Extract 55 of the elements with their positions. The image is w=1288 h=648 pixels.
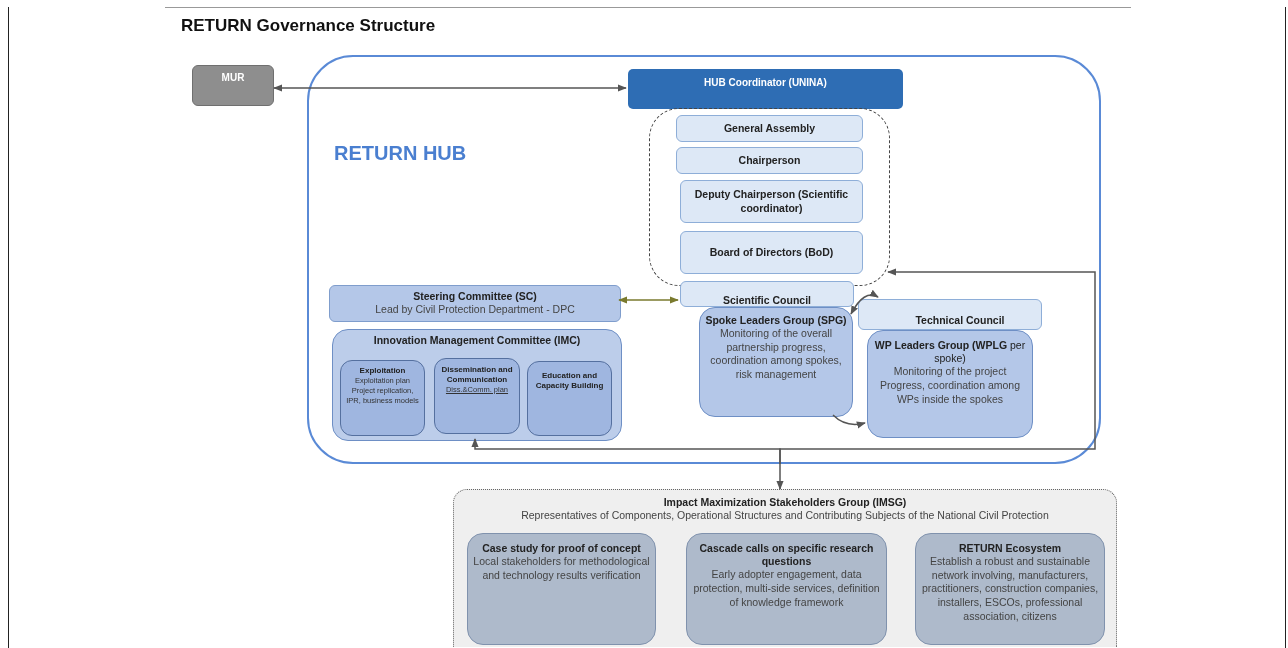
connector-arrow: [776, 463, 784, 490]
box-description: Lead by Civil Protection Department - DPC: [374, 303, 576, 317]
box-description: Establish a robust and sustainable network involving, manufacturers, practitioners, construction companies, installers, ESCOs, professional association, citizens: [920, 555, 1100, 624]
box-description: Early adopter engagement, data protection, multi-side services, definition of knowledge framework: [692, 568, 881, 610]
box-heading: MUR: [221, 72, 245, 85]
committee-panel: [332, 329, 622, 441]
box-heading: HUB Coordinator (UNINA): [704, 77, 827, 90]
activity-box: [686, 533, 887, 645]
box-heading: Chairperson: [738, 153, 801, 168]
connector-arrow: [850, 290, 879, 315]
box-heading: General Assembly: [723, 121, 816, 136]
ministry-box: [192, 65, 274, 106]
box-heading: Case study for proof of concept: [482, 542, 641, 556]
box-heading: RETURN Ecosystem: [958, 542, 1062, 556]
dashed-group-outline: [649, 108, 890, 286]
box-description: Representatives of Components, Operational Structures and Contributing Subjects of the National Civil Protection: [520, 509, 1050, 523]
connector-arrow: [273, 84, 627, 92]
box-heading: Steering Committee (SC): [413, 290, 537, 304]
stakeholders-panel: [453, 489, 1117, 647]
box-heading: Innovation Management Committee (IMC): [373, 334, 581, 348]
box-description: Monitoring of the project Progress, coordination among WPs inside the spokes: [878, 365, 1022, 407]
box-heading: Impact Maximization Stakeholders Group (IMSG): [663, 496, 907, 510]
box-heading: WP Leaders Group (WPLG per spoke): [873, 339, 1027, 366]
box-heading: Exploitation: [359, 366, 406, 376]
activity-box: [527, 361, 612, 436]
group-box: [867, 330, 1033, 438]
coordinator-box: [628, 69, 903, 109]
activity-box: [434, 358, 520, 434]
box-heading: Board of Directors (BoD): [709, 245, 834, 260]
box-heading: Technical Council: [915, 314, 1005, 328]
box-description: Local stakeholders for methodological and technology results verification: [472, 555, 651, 583]
body-box: [680, 231, 863, 274]
box-heading: Scientific Council: [722, 294, 812, 308]
connector-arrow: [618, 296, 679, 304]
diagram-title: RETURN Governance Structure: [181, 16, 436, 36]
connector-arrow: [832, 414, 866, 429]
committee-box: [329, 285, 621, 322]
box-heading: Education and Capacity Building: [534, 371, 605, 391]
activity-box: [340, 360, 425, 436]
body-box: [858, 299, 1042, 330]
body-box: [676, 115, 863, 142]
box-heading: Cascade calls on specific research questions: [698, 542, 875, 569]
box-heading: Spoke Leaders Group (SPG): [705, 314, 847, 328]
hub-title: RETURN HUB: [334, 142, 467, 165]
activity-box: [915, 533, 1105, 645]
body-box: [676, 147, 863, 174]
box-heading: Dissemination and Communication: [440, 365, 514, 385]
hub-frame: [307, 55, 1101, 464]
body-box: [680, 281, 854, 307]
box-heading: Deputy Chairperson (Scientific coordinator): [693, 188, 850, 215]
body-box: [680, 180, 863, 223]
connector-arrow: [779, 268, 1096, 465]
group-box: [699, 307, 853, 417]
activity-box: [467, 533, 656, 645]
box-description: Monitoring of the overall partnership progress, coordination among spokes, risk management: [709, 327, 843, 382]
